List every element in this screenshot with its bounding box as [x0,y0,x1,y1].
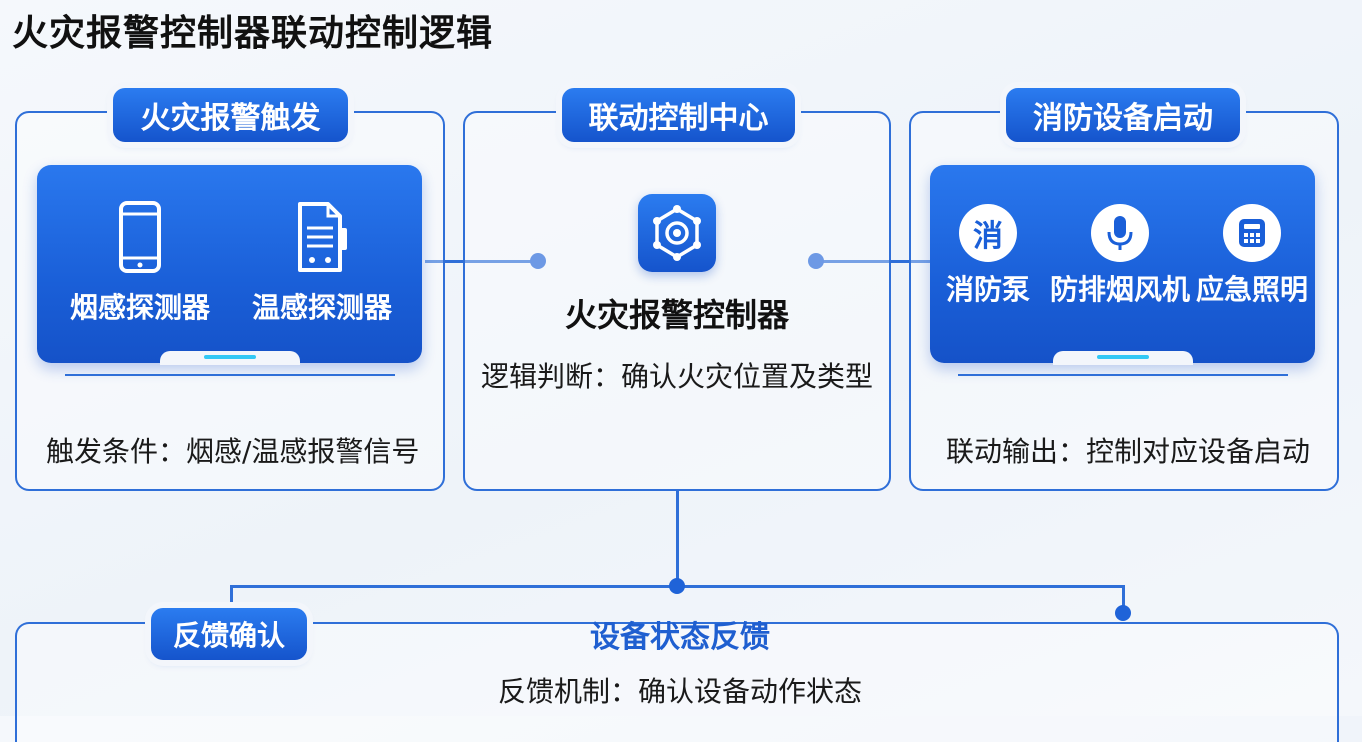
page-title: 火灾报警控制器联动控制逻辑 [12,13,494,54]
connector-left-center [425,260,538,263]
document-device-icon [232,200,412,274]
smartphone-icon [50,200,230,274]
card-accent-bar [1096,355,1149,359]
connector-center-down [676,491,679,587]
connector-right-down [1122,585,1125,613]
device-smoke-detector: 烟感探测器 [50,200,230,326]
device-fire-pump: 消 消防泵 [944,204,1032,308]
calculator-icon [1223,204,1281,262]
card-underline-left [65,374,395,376]
fire-pump-icon: 消 [959,204,1017,262]
connector-dot-left [530,253,546,269]
device-emergency-lighting: 应急照明 [1196,204,1308,308]
equipment-device-card [930,165,1315,365]
feedback-description: 反馈机制：确认设备动作状态 [497,675,862,708]
connector-dot-bottom-right [1115,605,1131,621]
device-label: 消防泵 [945,273,1030,306]
device-heat-detector: 温感探测器 [232,200,412,326]
connector-dot-bottom-center [669,578,685,594]
device-label: 应急照明 [1196,273,1309,306]
equipment-description: 联动输出：控制对应设备启动 [946,435,1311,468]
fire-pump-glyph: 消 [973,219,1003,254]
card-underline-right [958,374,1288,376]
control-header: 联动控制中心 [562,88,795,142]
connector-center-right [817,260,930,263]
controller-title: 火灾报警控制器 [564,296,789,334]
trigger-description: 触发条件：烟感/温感报警信号 [46,435,420,468]
device-label: 防排烟风机 [1049,273,1190,306]
control-panel [463,111,891,491]
feedback-title: 设备状态反馈 [590,620,770,655]
device-label: 烟感探测器 [69,291,210,324]
device-smoke-fan: 防排烟风机 [1045,204,1195,308]
controller-description: 逻辑判断：确认火灾位置及类型 [480,360,873,393]
microphone-icon [1091,204,1149,262]
connector-dot-right [808,253,824,269]
trigger-header: 火灾报警触发 [113,88,348,142]
device-label: 温感探测器 [251,291,392,324]
card-accent-bar [203,355,256,359]
trigger-device-card [37,165,422,365]
connector-left-down [230,585,233,625]
hub-network-icon [638,194,716,272]
feedback-header: 反馈确认 [151,608,307,660]
equipment-header: 消防设备启动 [1006,88,1240,142]
